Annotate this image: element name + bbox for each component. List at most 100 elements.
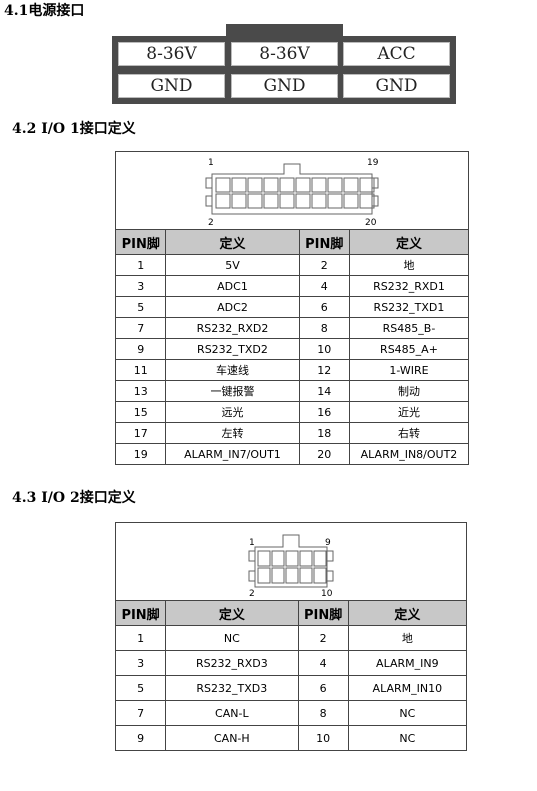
io2-connector-icon: 1 9 2 10 <box>248 534 334 599</box>
connector-pin-cell <box>311 177 327 192</box>
pin-number: 3 <box>114 650 167 676</box>
io2-header-pin-b: PIN脚 <box>297 600 349 626</box>
connector-pin-cell <box>271 550 285 566</box>
pin-number: 7 <box>114 317 167 339</box>
connector-pin-cell <box>285 567 299 583</box>
pin-number: 2 <box>297 625 349 651</box>
pin-number: 14 <box>298 380 350 402</box>
pin-number: 6 <box>297 675 349 701</box>
pin-definition: ADC2 <box>165 296 300 318</box>
connector-pin-cell <box>257 550 271 566</box>
connector-pin-cell <box>359 177 375 192</box>
pin-number: 8 <box>297 700 349 726</box>
pin-definition: RS232_TXD1 <box>348 296 470 318</box>
pin-number: 7 <box>114 700 167 726</box>
io1-connector-diagram: 1 19 2 20 <box>115 151 469 230</box>
pin-definition: 5V <box>165 254 300 276</box>
pin-number: 18 <box>298 422 350 444</box>
pin-definition: ADC1 <box>165 275 300 297</box>
io1-header-def-a: 定义 <box>165 229 300 255</box>
connector-pin-cell <box>231 193 247 208</box>
pin-definition: NC <box>165 625 299 651</box>
pin-number: 4 <box>297 650 349 676</box>
pin-definition: CAN-H <box>165 725 299 751</box>
connector-pin-cell <box>327 177 343 192</box>
connector-pin-cell <box>247 193 263 208</box>
connector-pin-cell <box>311 193 327 208</box>
io1-section-title: 4.2 I/O 1接口定义 <box>12 121 136 137</box>
power-pin-6: GND <box>343 74 450 98</box>
pin-definition: 远光 <box>165 401 300 423</box>
power-pin-2: 8-36V <box>231 42 338 66</box>
pin-definition: RS485_A+ <box>348 338 470 360</box>
io2-header-pin-a: PIN脚 <box>114 600 167 626</box>
power-pin-5: GND <box>231 74 338 98</box>
connector-pin-cell <box>271 567 285 583</box>
pin-definition: 一键报警 <box>165 380 300 402</box>
pin-definition: ALARM_IN10 <box>347 675 468 701</box>
connector-pin-cell <box>257 567 271 583</box>
pin-number: 13 <box>114 380 167 402</box>
power-section-title: 4.1电源接口 <box>4 3 85 19</box>
power-pin-3: ACC <box>343 42 450 66</box>
connector-pin-cell <box>295 177 311 192</box>
io2-header-def-b: 定义 <box>347 600 468 626</box>
pin-number: 1 <box>114 625 167 651</box>
pin-number: 8 <box>298 317 350 339</box>
io2-section-title: 4.3 I/O 2接口定义 <box>12 490 136 506</box>
pin-definition: RS485_B- <box>348 317 470 339</box>
io2-connector-diagram: 1 9 2 10 <box>115 522 467 601</box>
pin-number: 11 <box>114 359 167 381</box>
pin-definition: 地 <box>348 254 470 276</box>
pin-definition: ALARM_IN9 <box>347 650 468 676</box>
connector-pin-cell <box>231 177 247 192</box>
connector-pin-cell <box>215 193 231 208</box>
connector-pin-cell <box>343 177 359 192</box>
pin-number: 16 <box>298 401 350 423</box>
pin-definition: 1-WIRE <box>348 359 470 381</box>
pin-definition: ALARM_IN7/OUT1 <box>165 443 300 465</box>
pin-number: 10 <box>298 338 350 360</box>
pin-number: 2 <box>298 254 350 276</box>
connector-pin-cell <box>313 550 327 566</box>
pin-definition: 左转 <box>165 422 300 444</box>
pin-number: 15 <box>114 401 167 423</box>
io1-connector-icon: 1 19 2 20 <box>205 158 379 228</box>
io1-label-top-right: 19 <box>367 158 379 168</box>
connector-pin-cell <box>327 193 343 208</box>
io1-header-def-b: 定义 <box>348 229 470 255</box>
io2-label-top-left: 1 <box>249 538 255 548</box>
pin-definition: 车速线 <box>165 359 300 381</box>
io2-label-bottom-left: 2 <box>249 589 255 599</box>
io2-label-bottom-right: 10 <box>321 589 333 599</box>
pin-number: 9 <box>114 725 167 751</box>
connector-pin-cell <box>263 177 279 192</box>
connector-pin-cell <box>263 193 279 208</box>
pin-definition: 地 <box>347 625 468 651</box>
pin-number: 6 <box>298 296 350 318</box>
connector-pin-cell <box>299 550 313 566</box>
power-connector: 8-36V 8-36V ACC GND GND GND <box>112 36 456 104</box>
connector-pin-cell <box>359 193 375 208</box>
connector-pin-cell <box>313 567 327 583</box>
pin-number: 10 <box>297 725 349 751</box>
connector-pin-cell <box>285 550 299 566</box>
io1-header-pin-b: PIN脚 <box>298 229 350 255</box>
pin-number: 12 <box>298 359 350 381</box>
connector-pin-cell <box>215 177 231 192</box>
pin-number: 17 <box>114 422 167 444</box>
pin-definition: 制动 <box>348 380 470 402</box>
pin-number: 20 <box>298 443 350 465</box>
pin-definition: RS232_RXD2 <box>165 317 300 339</box>
